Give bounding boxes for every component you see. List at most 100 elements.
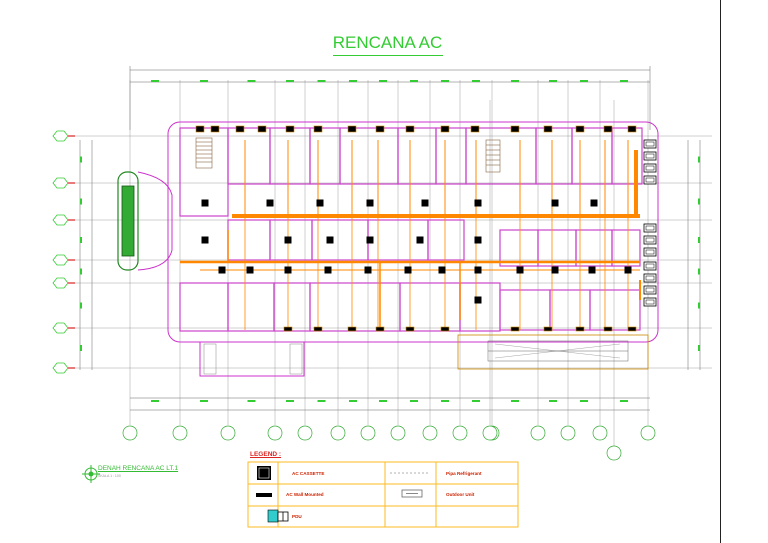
ac-wall-units <box>195 125 637 332</box>
room-wall <box>611 127 643 185</box>
dimension-tick <box>698 345 700 351</box>
outdoor-unit <box>643 273 657 283</box>
grid-bubble <box>640 425 656 441</box>
outdoor-unit-fan <box>645 299 655 305</box>
dimension-tick <box>151 400 159 402</box>
outdoor-unit <box>643 235 657 245</box>
ac-wall-unit <box>470 125 480 133</box>
grid-bubble <box>390 425 406 441</box>
outdoor-units <box>643 139 657 307</box>
dimension-tick <box>472 80 480 82</box>
ac-wall-unit <box>283 326 293 332</box>
stair-tower-left <box>117 171 173 271</box>
room-wall <box>549 289 591 331</box>
ac-wall-unit <box>603 326 613 332</box>
ac-cassette-unit <box>201 199 209 207</box>
dimension-tick <box>549 400 557 402</box>
ac-wall-unit <box>210 125 220 133</box>
outdoor-unit-fan <box>645 177 655 183</box>
room-wall <box>397 127 437 185</box>
room-wall <box>589 289 641 331</box>
ac-cassette-unit <box>421 199 429 207</box>
dimension-tick <box>349 400 357 402</box>
ac-cassette-unit <box>474 266 482 274</box>
dimension-tick <box>247 400 256 402</box>
dimension-lines <box>79 66 701 411</box>
ac-cassette-unit <box>324 266 332 274</box>
dimension-tick <box>317 80 326 82</box>
dimension-tick <box>151 80 159 82</box>
sheet-title-marker <box>82 465 100 483</box>
grid-bubbles <box>52 130 656 461</box>
ac-wall-unit <box>510 326 520 332</box>
grid-bubble <box>297 425 313 441</box>
ac-cassette-unit <box>551 266 559 274</box>
ac-wall-unit <box>405 326 415 332</box>
dimension-tick <box>286 80 294 82</box>
ac-cassette-unit <box>246 266 254 274</box>
ac-cassette-unit <box>284 236 292 244</box>
grid-bubble <box>606 445 622 461</box>
dimension-tick <box>286 400 294 402</box>
ac-wall-unit <box>440 326 450 332</box>
ac-cassette-unit <box>404 266 412 274</box>
dimension-tick <box>379 400 387 402</box>
outdoor-unit <box>643 151 657 161</box>
grid-bubble-hex <box>52 130 69 142</box>
ac-wall-unit <box>257 125 267 133</box>
ac-wall-unit <box>313 125 323 133</box>
outdoor-unit-fan <box>645 237 655 243</box>
ac-cassette-symbol <box>257 466 271 480</box>
ac-cassette-unit <box>474 296 482 304</box>
stairs-inner <box>195 137 501 173</box>
dimension-tick <box>410 400 418 402</box>
grid-lines-vertical <box>129 80 649 450</box>
ac-cassette-unit <box>201 236 209 244</box>
ac-cassette-unit <box>326 236 334 244</box>
room-wall <box>339 127 399 185</box>
ac-cassette-unit <box>438 266 446 274</box>
dimension-tick <box>549 80 557 82</box>
ac-wall-unit <box>347 326 357 332</box>
grid-bubble <box>482 425 498 441</box>
dimension-tick <box>698 302 700 309</box>
outdoor-unit-fan <box>645 225 655 231</box>
room-wall <box>537 229 577 267</box>
outdoor-unit-fan <box>645 275 655 281</box>
ac-wall-unit <box>440 125 450 133</box>
dimension-tick <box>511 400 519 402</box>
ac-wall-unit <box>195 125 205 133</box>
ac-units <box>201 199 632 304</box>
outdoor-unit <box>643 139 657 149</box>
room-wall <box>611 229 641 267</box>
ac-wall-unit <box>627 125 637 133</box>
dimension-ticks <box>80 80 700 402</box>
sheet-subtitle: SKALA 1 : 100 <box>98 474 121 478</box>
ac-wall-unit <box>347 125 357 133</box>
outdoor-unit <box>643 247 657 257</box>
ac-cassette-unit <box>366 236 374 244</box>
outdoor-unit-fan <box>645 165 655 171</box>
dimension-tick <box>410 80 418 82</box>
legend-label-pdu: PDU <box>292 514 302 519</box>
grid-bubble <box>452 425 468 441</box>
grid-bubble <box>422 425 438 441</box>
ac-wall-unit <box>375 125 385 133</box>
ac-cassette-unit <box>590 199 598 207</box>
room-wall <box>311 219 369 261</box>
ac-cassette-unit <box>474 199 482 207</box>
ac-cassette-unit <box>551 199 559 207</box>
ac-cassette-unit <box>364 266 372 274</box>
room-wall <box>227 219 271 261</box>
dimension-tick <box>698 156 700 163</box>
grid-bubble-hex <box>52 322 69 334</box>
dimension-tick <box>698 198 700 205</box>
grid-bubble-hex <box>52 177 69 189</box>
dimension-tick <box>80 156 82 163</box>
grid-bubble <box>172 425 188 441</box>
ac-cassette-unit <box>624 266 632 274</box>
dimension-tick <box>698 268 700 275</box>
legend-label-pipe-refrigerant: Pipa Refrigerant <box>446 471 482 476</box>
interior-walls <box>179 127 643 332</box>
